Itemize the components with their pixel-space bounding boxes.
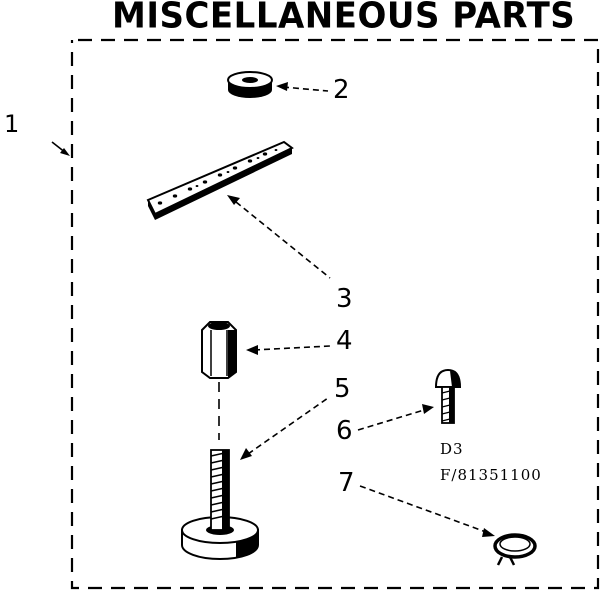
leveling-leg-leader bbox=[240, 397, 329, 460]
bolt-icon bbox=[434, 368, 462, 424]
callout-2: 2 bbox=[333, 75, 350, 105]
page-title: MISCELLANEOUS PARTS bbox=[112, 0, 576, 37]
clamp-icon bbox=[493, 533, 537, 566]
leveling-leg-icon bbox=[181, 449, 259, 560]
callout-1: 1 bbox=[4, 110, 20, 138]
bolt-leader bbox=[357, 404, 434, 431]
mounting-strip-icon bbox=[146, 140, 294, 220]
coupling-nut-icon bbox=[201, 321, 237, 379]
callout-3: 3 bbox=[336, 284, 353, 314]
callout-7: 7 bbox=[338, 468, 355, 498]
part-code-number: F/81351100 bbox=[440, 466, 542, 484]
clamp-leader bbox=[359, 485, 495, 537]
callout-5: 5 bbox=[334, 374, 351, 404]
washer-leader bbox=[276, 82, 329, 92]
callout-6: 6 bbox=[336, 416, 353, 446]
coupling-nut-leader bbox=[246, 345, 331, 355]
group-arrow bbox=[51, 141, 70, 156]
mounting-strip-leader bbox=[227, 195, 331, 279]
washer-icon bbox=[227, 71, 273, 98]
callout-4: 4 bbox=[336, 326, 353, 356]
part-code-d3: D3 bbox=[440, 440, 464, 458]
group-border bbox=[70, 38, 600, 590]
